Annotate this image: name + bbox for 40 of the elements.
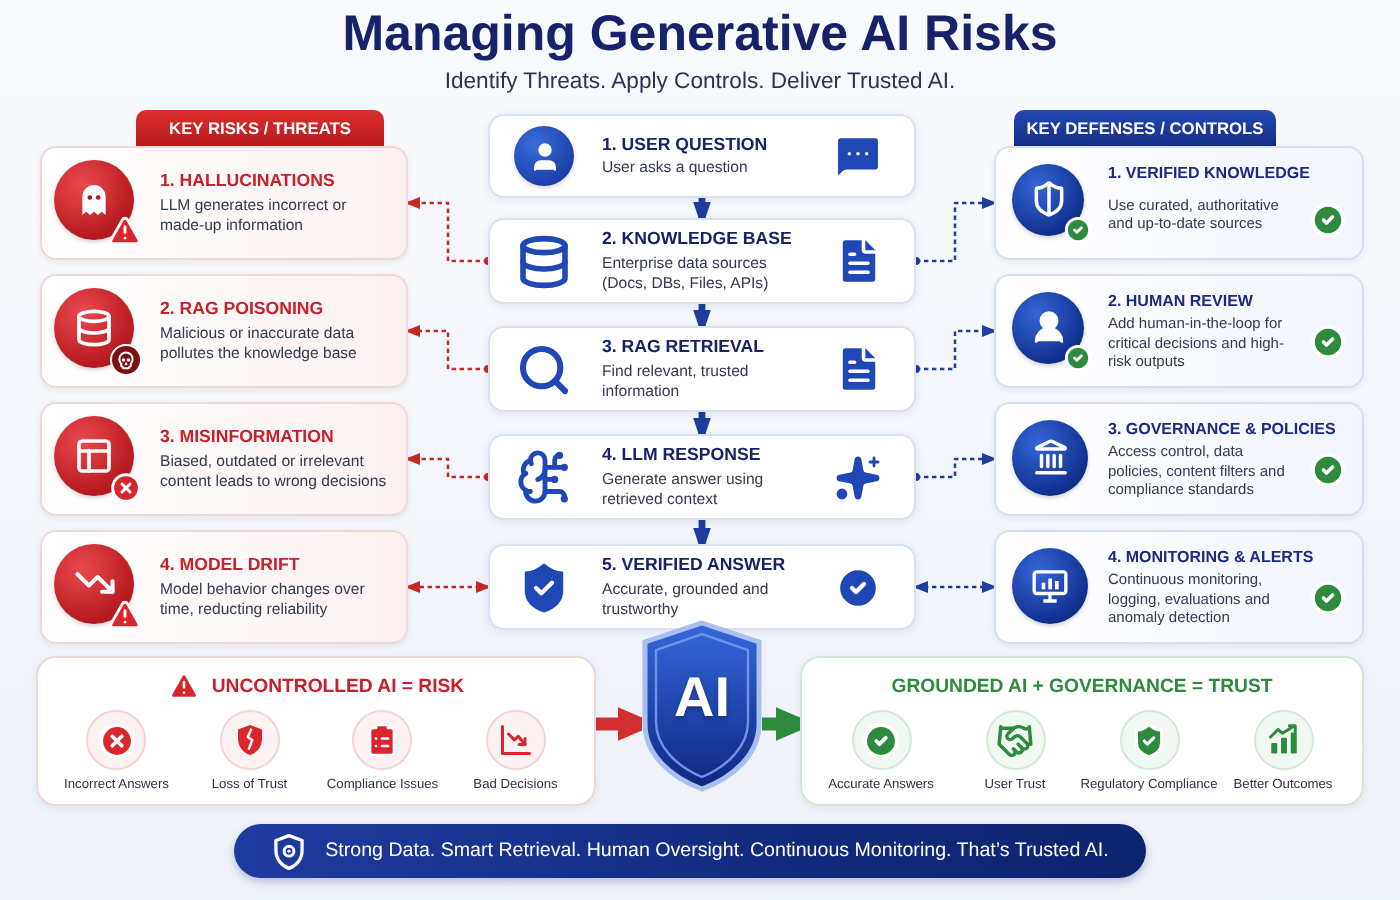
summary-panel — [800, 656, 1364, 806]
card-title: 2. HUMAN REVIEW — [1108, 291, 1255, 311]
card-title: 3. RAG RETRIEVAL — [602, 336, 766, 359]
tab-heading: KEY DEFENSES / CONTROLS — [1026, 118, 1264, 138]
tagline-text: Strong Data. Smart Retrieval. Human Oversight. Continuous Monitoring. That’s Trusted AI. — [325, 840, 1109, 862]
risk-card — [40, 274, 408, 388]
card-title: 4. MONITORING & ALERTS — [1108, 547, 1316, 567]
card-title: 1. USER QUESTION — [602, 133, 770, 155]
card-title: 5. VERIFIED ANSWER — [602, 554, 788, 577]
process-card — [488, 544, 916, 630]
risk-card — [40, 530, 408, 644]
control-card — [994, 274, 1364, 388]
card-title: 2. KNOWLEDGE BASE — [602, 228, 794, 251]
ai-shield-badge — [642, 620, 762, 792]
control-card — [994, 530, 1364, 644]
subtitle: Identify Threats. Apply Controls. Deliver Trusted AI. — [444, 70, 956, 96]
header-tab — [1014, 110, 1276, 146]
card-title: 1. VERIFIED KNOWLEDGE — [1108, 163, 1312, 185]
tagline-banner — [234, 824, 1146, 878]
process-card — [488, 326, 916, 412]
header-tab — [136, 110, 384, 146]
tab-heading: KEY RISKS / THREATS — [169, 118, 351, 138]
risk-card — [40, 402, 408, 516]
process-card — [488, 218, 916, 304]
shield-text: AI — [674, 668, 730, 728]
risk-card — [40, 146, 408, 260]
title: Managing Generative AI Risks — [342, 6, 1058, 62]
card-title: 4. MODEL DRIFT — [160, 554, 302, 577]
card-title: 1. HALLUCINATIONS — [160, 170, 337, 193]
card-title: 3. GOVERNANCE & POLICIES — [1108, 419, 1338, 439]
control-card — [994, 402, 1364, 516]
process-card — [488, 114, 916, 198]
card-title: 2. RAG POISONING — [160, 298, 326, 321]
process-card — [488, 434, 916, 520]
panel-heading: UNCONTROLLED AI = RISK — [211, 675, 465, 697]
summary-panel — [36, 656, 596, 806]
control-card — [994, 146, 1364, 260]
card-title: 3. MISINFORMATION — [160, 426, 336, 449]
card-title: 4. LLM RESPONSE — [602, 444, 763, 467]
panel-heading: GROUNDED AI + GOVERNANCE = TRUST — [891, 675, 1273, 697]
